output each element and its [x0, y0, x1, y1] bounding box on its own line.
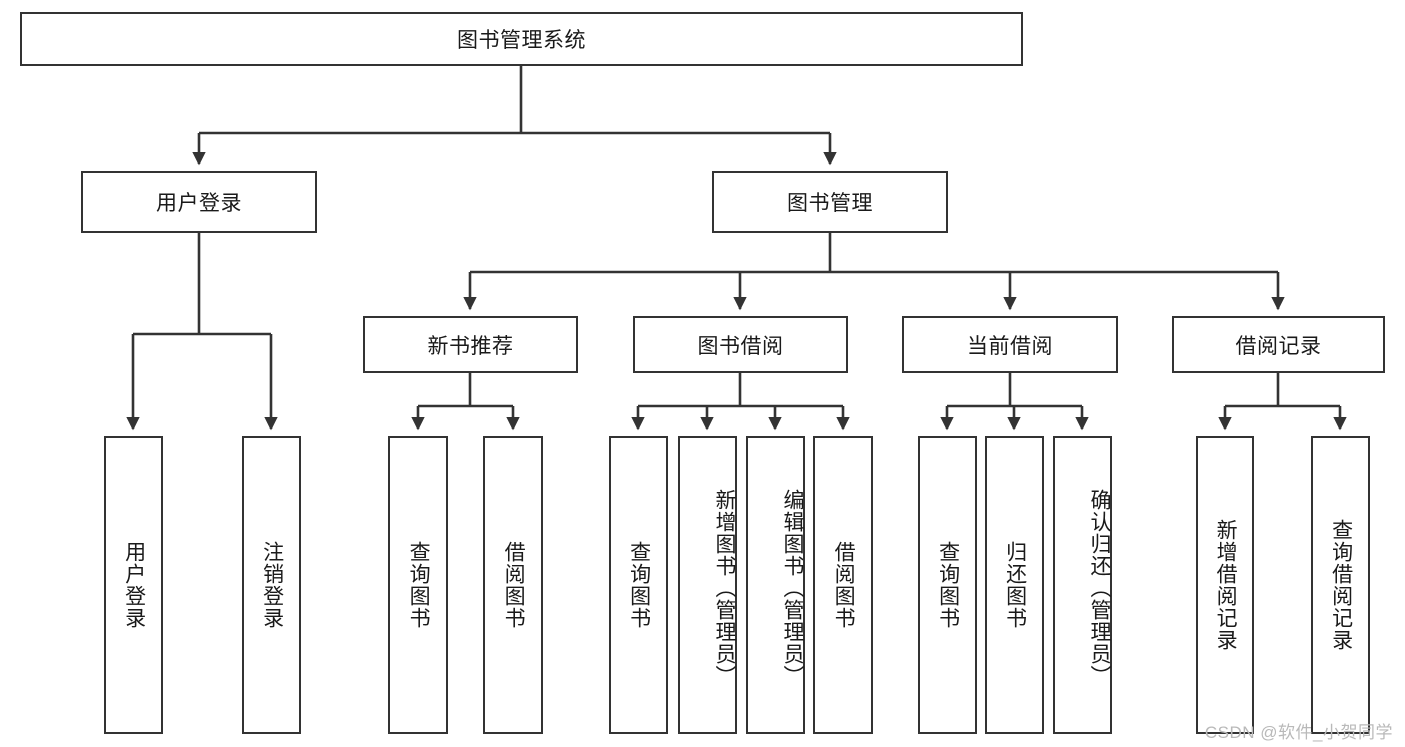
- node-book-manage[interactable]: 图书管理: [712, 171, 948, 233]
- node-new-book-recommend[interactable]: 新书推荐: [363, 316, 578, 373]
- node-user-login[interactable]: 用户登录: [81, 171, 317, 233]
- node-label: 借阅图书: [502, 541, 526, 629]
- node-leaf-query-book-cur[interactable]: 查询图书: [918, 436, 977, 734]
- node-label: 查询图书: [627, 541, 651, 629]
- node-leaf-query-book-borrow[interactable]: 查询图书: [609, 436, 668, 734]
- node-current-borrow[interactable]: 当前借阅: [902, 316, 1118, 373]
- node-borrow-record[interactable]: 借阅记录: [1172, 316, 1385, 373]
- csdn-watermark: CSDN @软件_小贺同学: [1204, 723, 1393, 742]
- node-label: 查询图书: [407, 541, 431, 629]
- node-label: 新书推荐: [427, 334, 514, 358]
- node-label: 确认归还（管理员）: [1088, 489, 1111, 687]
- node-leaf-query-record[interactable]: 查询借阅记录: [1311, 436, 1370, 734]
- node-label: 图书借阅: [697, 334, 784, 358]
- node-label: 编辑图书（管理员）: [781, 489, 804, 687]
- node-root[interactable]: 图书管理系统: [20, 12, 1023, 66]
- node-leaf-logout[interactable]: 注销登录: [242, 436, 301, 734]
- node-leaf-borrow-book-rec[interactable]: 借阅图书: [483, 436, 543, 734]
- node-leaf-add-book[interactable]: 新增图书（管理员）: [678, 436, 737, 734]
- node-label: 用户登录: [156, 192, 242, 215]
- node-label: 查询借阅记录: [1329, 519, 1353, 651]
- node-leaf-borrow-book[interactable]: 借阅图书: [813, 436, 873, 734]
- node-leaf-add-record[interactable]: 新增借阅记录: [1196, 436, 1254, 734]
- node-label: 新增图书（管理员）: [713, 489, 736, 687]
- node-leaf-user-login[interactable]: 用户登录: [104, 436, 163, 734]
- node-label: 注销登录: [260, 541, 284, 629]
- node-book-borrow[interactable]: 图书借阅: [633, 316, 848, 373]
- node-leaf-edit-book[interactable]: 编辑图书（管理员）: [746, 436, 805, 734]
- node-label: 归还图书: [1003, 541, 1027, 629]
- node-label: 查询图书: [936, 541, 960, 629]
- node-label: 借阅图书: [832, 541, 856, 629]
- node-label: 图书管理: [787, 192, 873, 215]
- node-label: 用户登录: [122, 541, 146, 629]
- node-label: 当前借阅: [967, 334, 1053, 358]
- node-leaf-return-book[interactable]: 归还图书: [985, 436, 1044, 734]
- node-label: 借阅记录: [1235, 334, 1322, 358]
- node-leaf-query-book-rec[interactable]: 查询图书: [388, 436, 448, 734]
- node-label: 图书管理系统: [457, 29, 586, 52]
- node-label: 新增借阅记录: [1214, 519, 1238, 651]
- node-leaf-confirm-return[interactable]: 确认归还（管理员）: [1053, 436, 1112, 734]
